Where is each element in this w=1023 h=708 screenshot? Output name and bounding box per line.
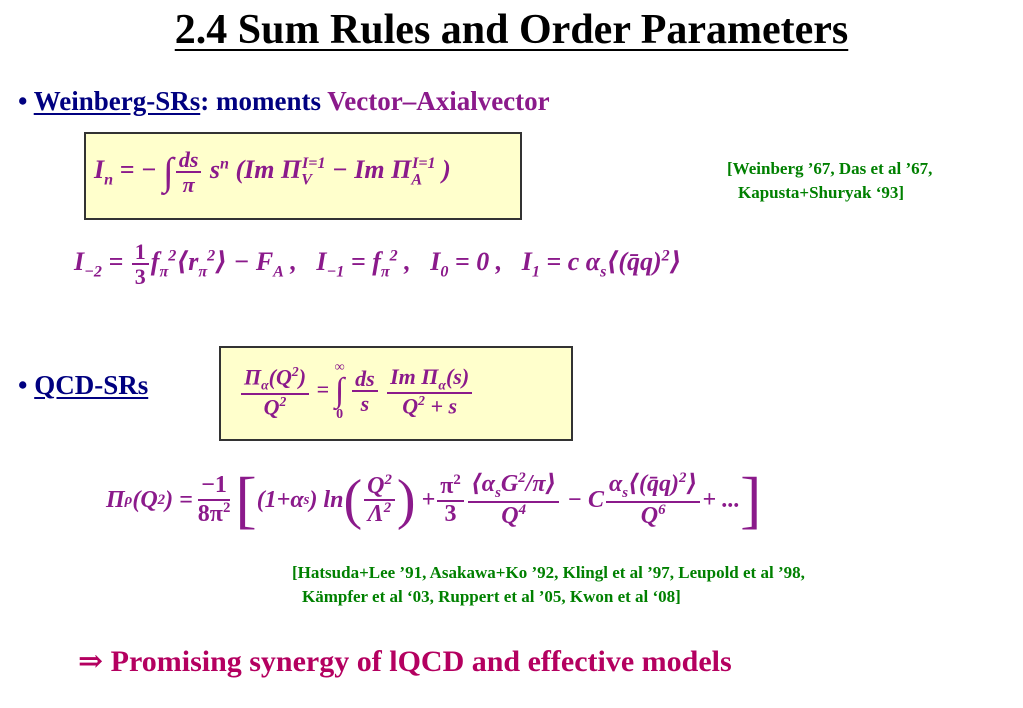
conclusion-row: ⇒ Promising synergy of lQCD and effectiv… <box>78 644 732 679</box>
weinberg-bullet-row: • Weinberg-SRs: moments Vector–Axialvect… <box>18 86 550 117</box>
bullet-icon: • <box>18 370 28 400</box>
page-title: 2.4 Sum Rules and Order Parameters <box>174 7 849 53</box>
implies-arrow-icon: ⇒ <box>78 645 104 678</box>
conclusion-text: Promising synergy of lQCD and effective … <box>110 645 732 678</box>
vector-axialvector-text: Vector–Axialvector <box>327 86 550 116</box>
qcd-sr-link[interactable]: QCD-SRs <box>34 370 149 400</box>
weinberg-sr-link[interactable]: Weinberg-SRs <box>33 86 201 116</box>
weinberg-moments-text: : moments <box>200 86 321 116</box>
weinberg-reference-line-2: Kapusta+Shuryak ‘93] <box>738 183 905 202</box>
weinberg-reference-line-1: [Weinberg ’67, Das et al ’67, <box>727 159 933 178</box>
qcd-reference-line-1: [Hatsuda+Lee ’91, Asakawa+Ko ’92, Klingl… <box>292 563 805 582</box>
qcd-bullet-row: • QCD-SRs <box>18 370 148 401</box>
qcd-reference-line-2: Kämpfer et al ‘03, Ruppert et al ’05, Kw… <box>302 587 681 606</box>
bullet-icon: • <box>18 86 28 116</box>
